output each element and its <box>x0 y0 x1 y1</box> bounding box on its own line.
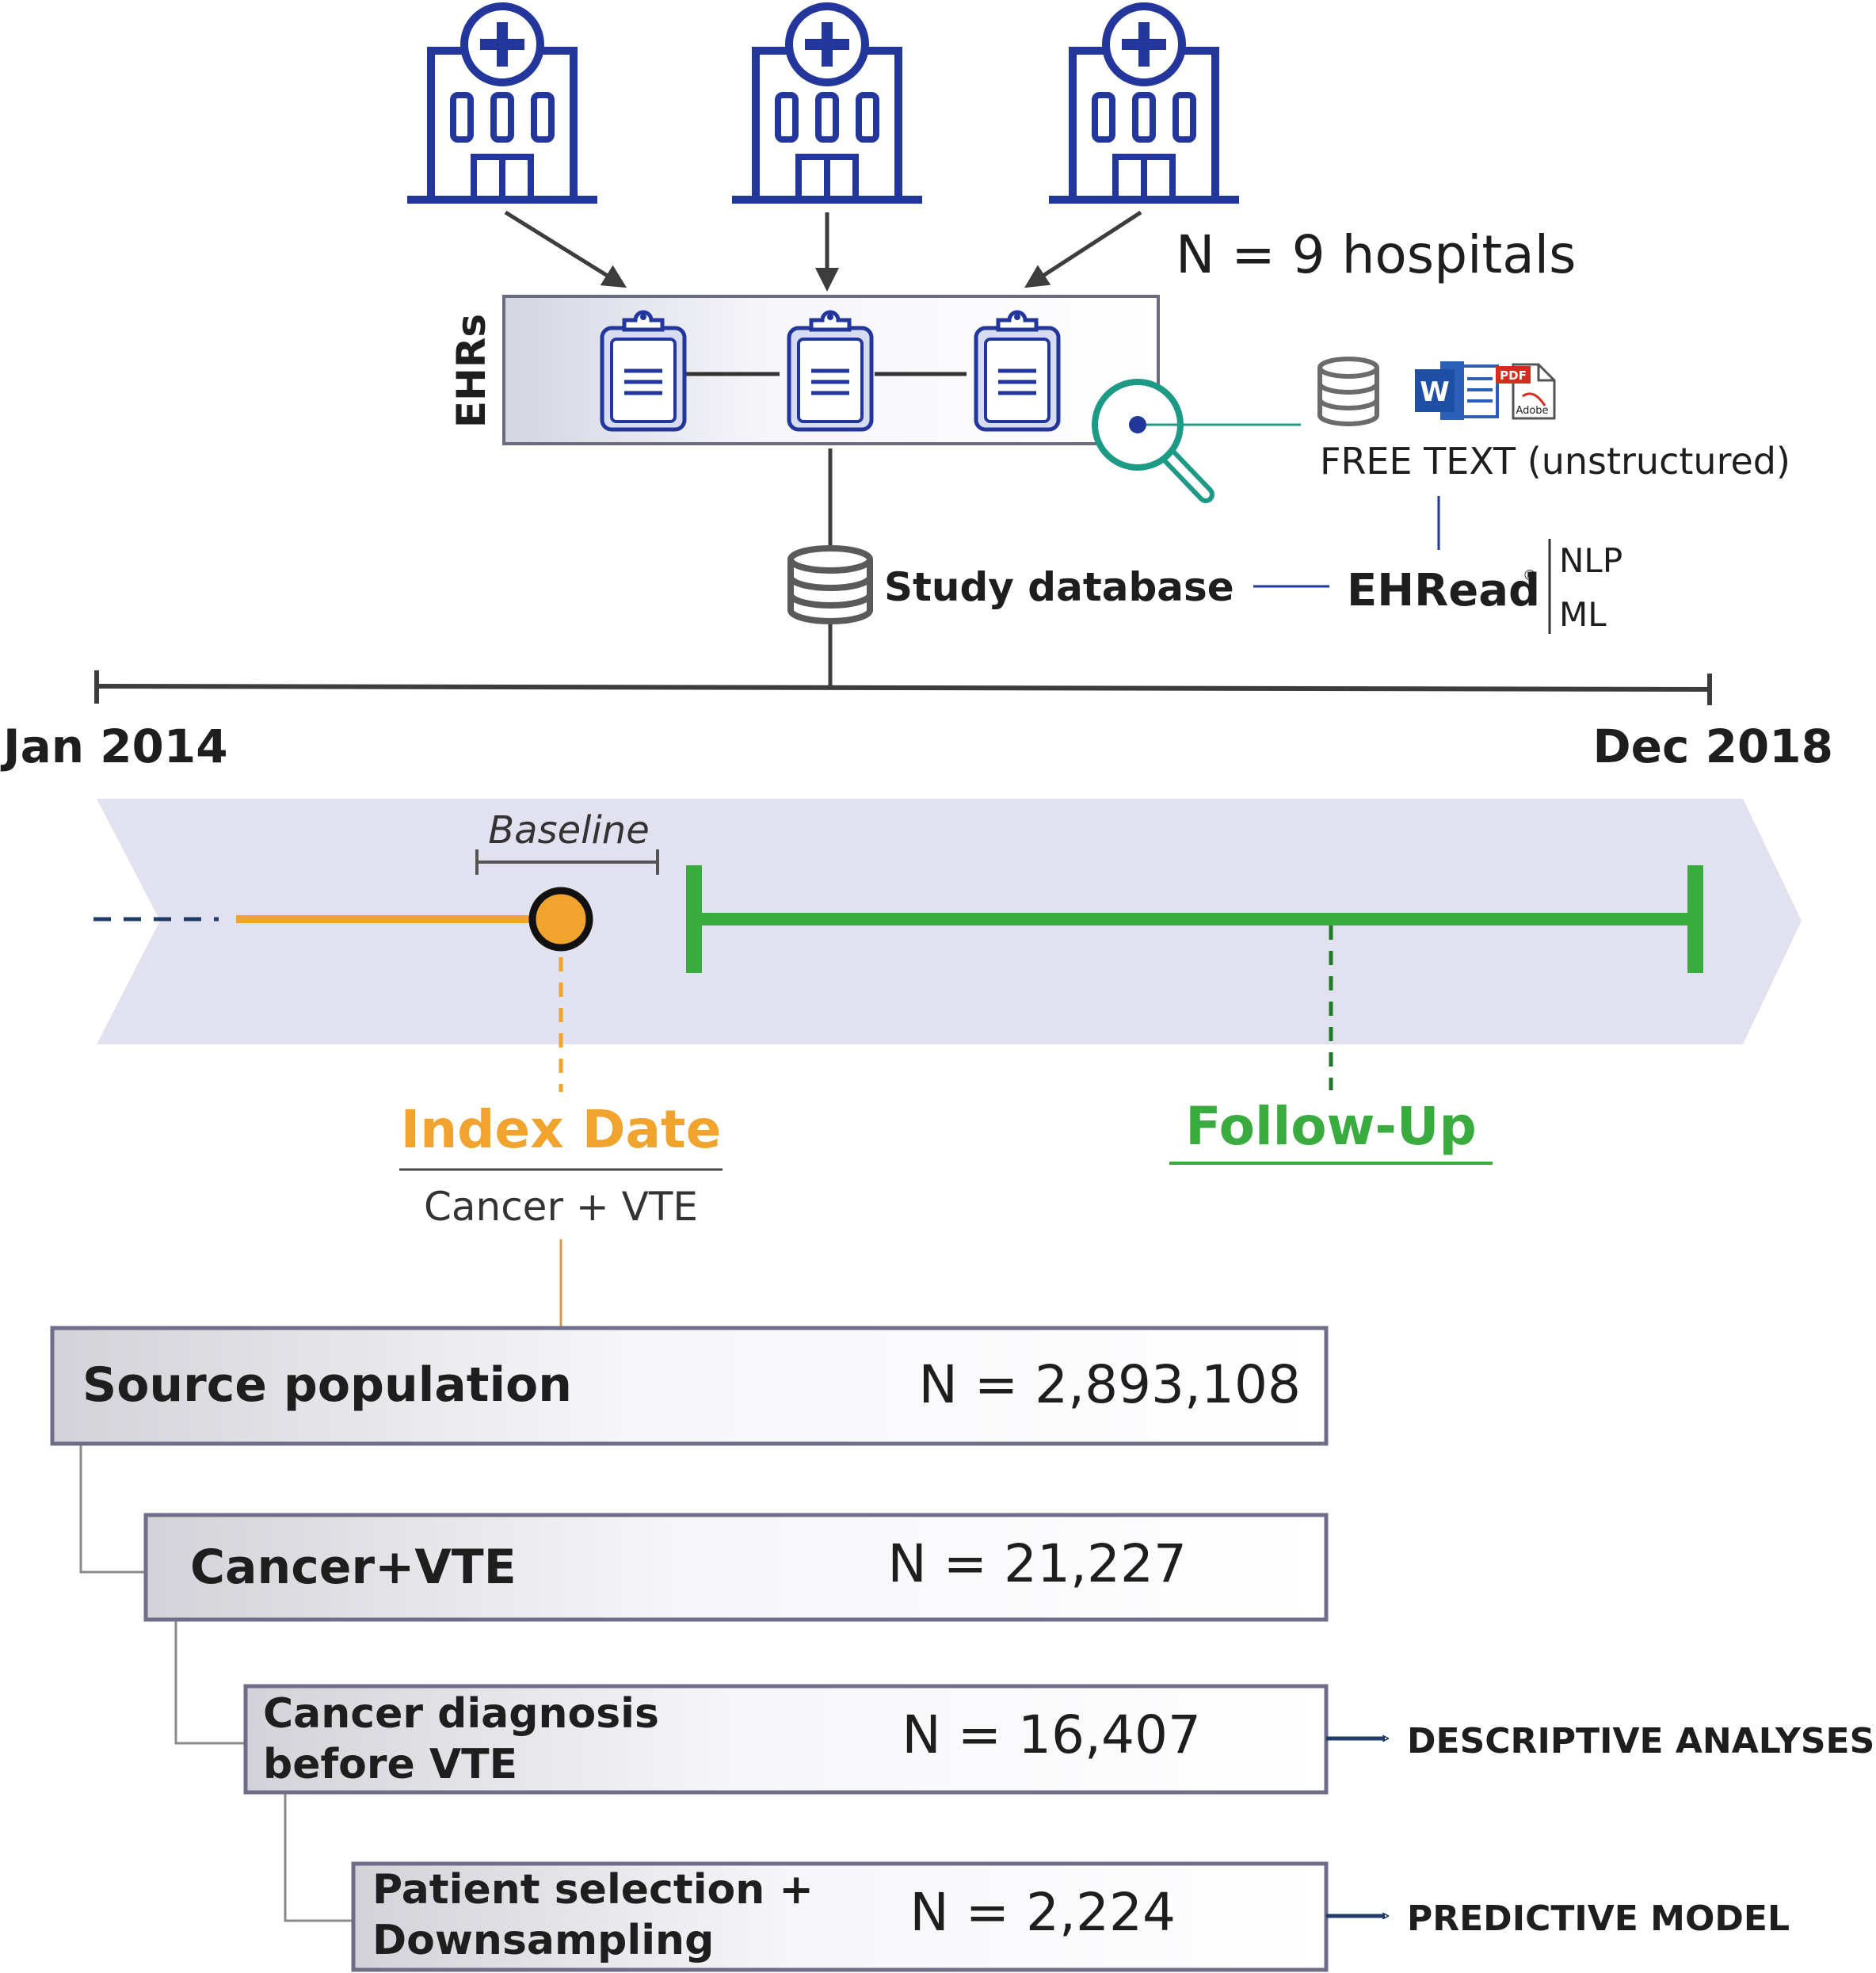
flow-count: N = 2,224 <box>909 1882 1176 1943</box>
flow-label: Cancer diagnosis <box>263 1690 659 1738</box>
word-icon: W <box>1415 361 1499 420</box>
word-letter: W <box>1420 376 1450 408</box>
flow-count: N = 21,227 <box>887 1533 1187 1594</box>
flow-step-3: Cancer diagnosis before VTE N = 16,407 <box>243 1684 1329 1795</box>
flow-label: Downsampling <box>372 1917 714 1964</box>
ehread-method-ml: ML <box>1559 595 1607 634</box>
follow-up-period <box>686 865 1703 973</box>
flow-box <box>351 1861 1329 1972</box>
calendar-timeline <box>94 670 1712 705</box>
flow-label: Patient selection + <box>372 1866 814 1914</box>
flow-output-label: PREDICTIVE MODEL <box>1407 1899 1790 1939</box>
flow-label: before VTE <box>263 1741 517 1788</box>
flow-label: Source population <box>82 1357 572 1413</box>
index-date-label: Index Date <box>401 1099 722 1160</box>
pdf-badge: PDF <box>1500 368 1527 383</box>
hospital-icon <box>732 6 922 200</box>
timeline-end-label: Dec 2018 <box>1593 719 1833 773</box>
baseline-bracket <box>475 849 659 875</box>
database-icon <box>787 545 873 624</box>
study-database-label: Study database <box>884 564 1234 610</box>
free-text-label: FREE TEXT (unstructured) <box>1320 440 1790 483</box>
pdf-icon: PDF Adobe <box>1496 363 1556 420</box>
timeline-start-label: Jan 2014 <box>0 719 228 773</box>
index-date-subtitle: Cancer + VTE <box>424 1184 698 1230</box>
flow-box <box>243 1684 1329 1795</box>
magnifier-icon <box>1092 379 1214 503</box>
hospital-icon <box>1049 6 1239 200</box>
flow-output-label: DESCRIPTIVE ANALYSES <box>1407 1721 1874 1761</box>
flow-step-1: Source population N = 2,893,108 <box>50 1326 1329 1446</box>
flow-box <box>143 1513 1329 1622</box>
flow-label: Cancer+VTE <box>190 1540 517 1595</box>
clipboard-icon <box>602 312 684 429</box>
flow-count: N = 16,407 <box>902 1704 1201 1765</box>
ehread-method-nlp: NLP <box>1559 541 1622 580</box>
clipboard-icon <box>789 312 871 429</box>
baseline-label: Baseline <box>488 808 650 853</box>
flow-count: N = 2,893,108 <box>918 1354 1301 1415</box>
database-icon <box>1320 359 1377 424</box>
flow-step-4: Patient selection + Downsampling N = 2,2… <box>351 1861 1329 1972</box>
flow-connectors <box>79 1444 352 1922</box>
ehread-name: EHRead <box>1347 565 1540 616</box>
flow-step-2: Cancer+VTE N = 21,227 <box>143 1513 1329 1622</box>
ehr-label: EHRs <box>448 314 494 428</box>
index-date-marker <box>528 887 593 952</box>
ehread-trademark: ® <box>1523 567 1537 584</box>
pdf-brand: Adobe <box>1516 405 1548 417</box>
follow-up-label: Follow-Up <box>1185 1096 1477 1157</box>
hospital-arrow <box>504 210 627 288</box>
hospital-arrow <box>1024 210 1142 288</box>
hospital-icon <box>407 6 597 200</box>
flow-box <box>50 1326 1329 1446</box>
hospital-count: N = 9 hospitals <box>1176 224 1576 285</box>
clipboard-icon <box>976 312 1058 429</box>
